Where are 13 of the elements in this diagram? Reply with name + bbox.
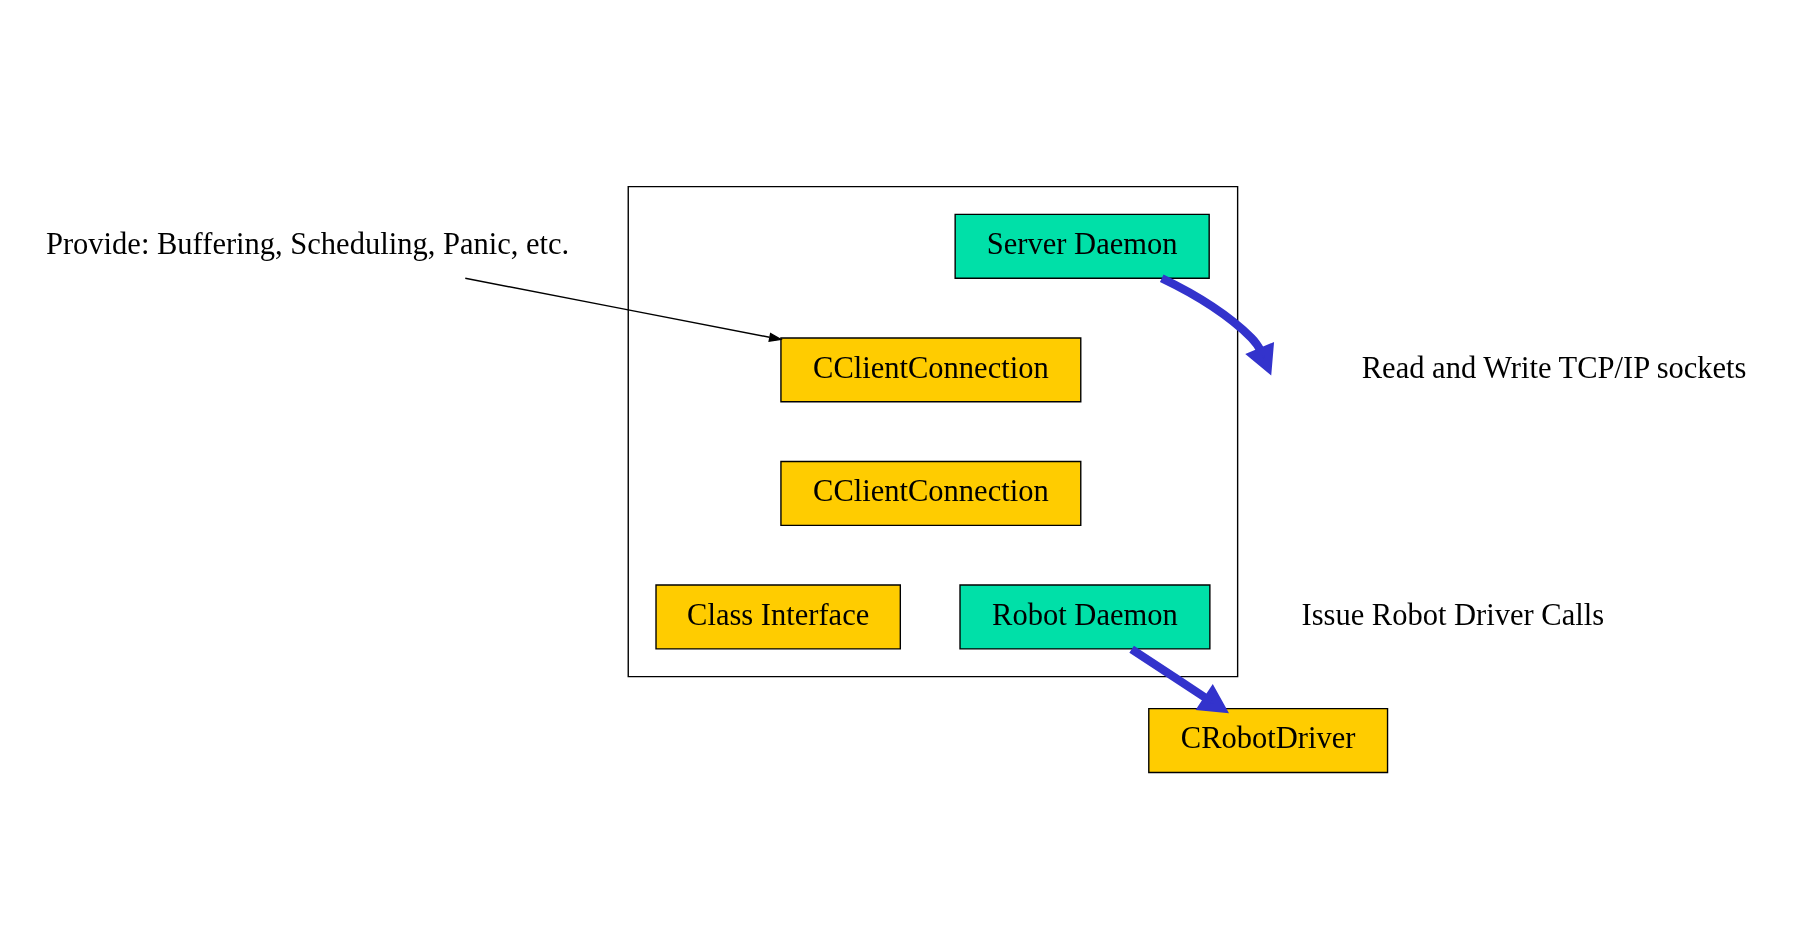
node-box: CClientConnection bbox=[780, 336, 1082, 402]
node-box: Robot Daemon bbox=[959, 583, 1211, 650]
arrow bbox=[464, 277, 783, 342]
label: Read and Write TCP/IP sockets bbox=[1361, 350, 1747, 385]
node-box: CClientConnection bbox=[780, 460, 1082, 526]
node-text: Provide: Buffering, Scheduling, Panic, etc. bbox=[45, 226, 570, 261]
cluster bbox=[627, 185, 1239, 677]
node-box: Class Interface bbox=[655, 583, 901, 650]
label: Issue Robot Driver Calls bbox=[1301, 597, 1605, 632]
arrow bbox=[1159, 274, 1275, 375]
arrow bbox=[1129, 645, 1229, 713]
node-box: Server Daemon bbox=[954, 213, 1210, 279]
node-box: CRobotDriver bbox=[1148, 707, 1389, 773]
